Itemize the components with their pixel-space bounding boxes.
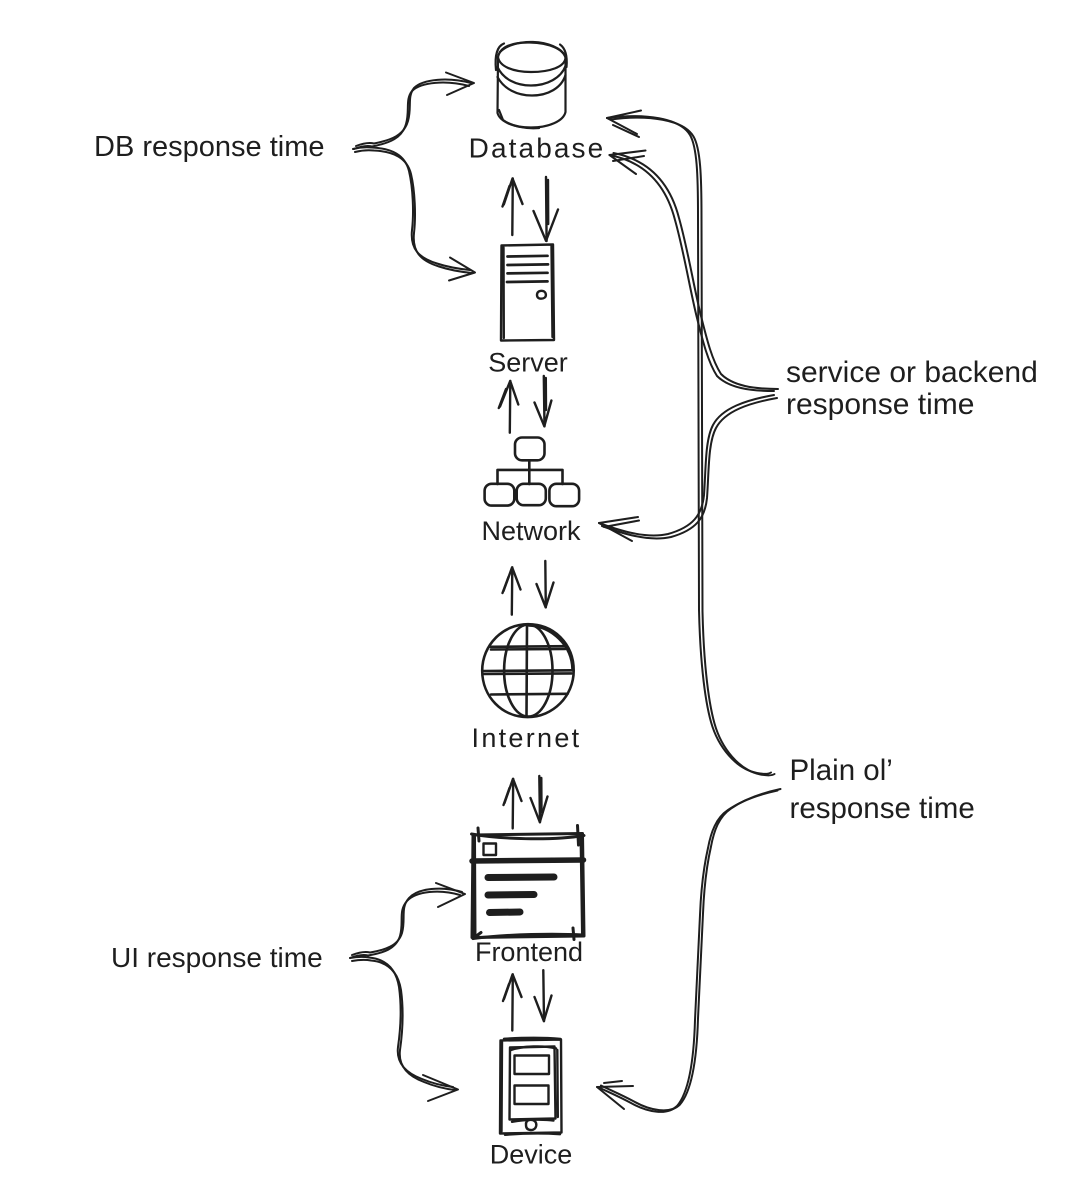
svg-text:Server: Server xyxy=(488,348,568,378)
svg-text:response time: response time xyxy=(790,792,975,825)
svg-text:Internet: Internet xyxy=(472,723,582,753)
svg-text:Frontend: Frontend xyxy=(475,937,583,967)
svg-text:Device: Device xyxy=(490,1140,573,1170)
svg-text:Plain ol’: Plain ol’ xyxy=(790,754,893,787)
svg-text:UI response time: UI response time xyxy=(111,942,323,973)
svg-text:Network: Network xyxy=(481,516,581,546)
svg-text:service or backend: service or backend xyxy=(786,356,1038,389)
svg-text:Database: Database xyxy=(469,133,606,164)
svg-text:response time: response time xyxy=(786,388,974,421)
svg-text:DB response time: DB response time xyxy=(94,131,325,163)
